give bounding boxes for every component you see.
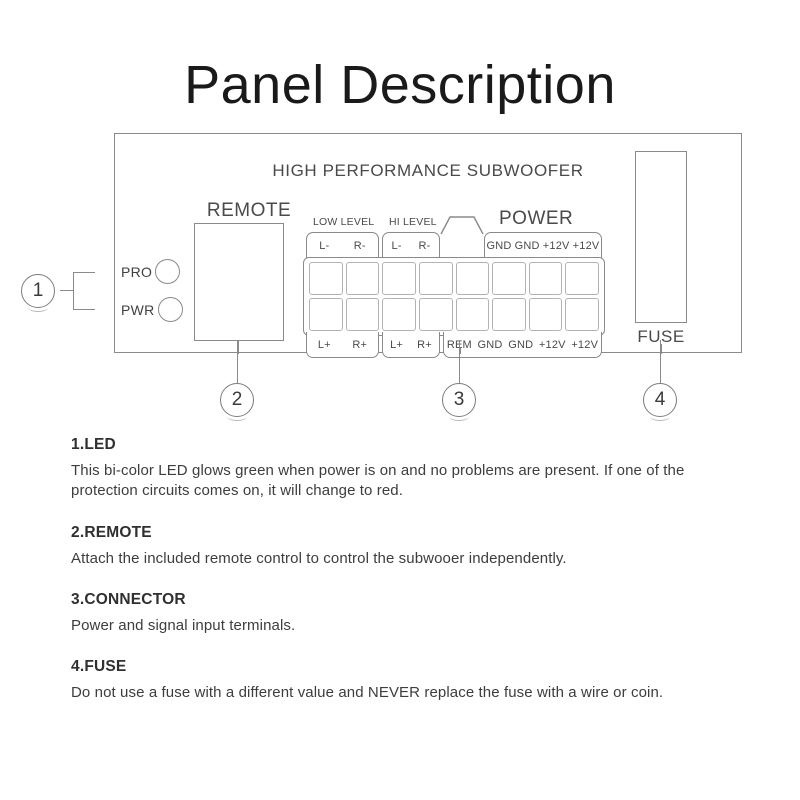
callout-number-2: 2 (220, 383, 254, 417)
callout-4-leader (660, 340, 661, 383)
callout-shadow (650, 412, 670, 421)
pin-cell[interactable] (345, 298, 380, 331)
pin-cell[interactable] (528, 298, 563, 331)
pin-cell[interactable] (455, 262, 490, 295)
pin-label: R+ (352, 338, 368, 351)
pin-cell[interactable] (528, 262, 563, 295)
bottom-bracket-power: REM GND GND +12V +12V (443, 332, 602, 358)
bottom-bracket-hi-level: L+ R+ (382, 332, 440, 358)
pin-label: R+ (417, 338, 432, 351)
pin-label: L- (391, 239, 402, 252)
description-section-remote: 2.REMOTE Attach the included remote cont… (71, 524, 731, 569)
pin-label: +12V (538, 338, 566, 351)
fuse-holder (635, 151, 687, 323)
description-body: Power and signal input terminals. (71, 616, 296, 634)
callout-2-leader (237, 340, 238, 383)
pin-cell[interactable] (492, 262, 526, 295)
pin-label: GND (508, 338, 534, 351)
pin-label: GND (486, 239, 512, 252)
connector-keying-notch (440, 215, 484, 235)
callout-marker-3: 3 (442, 383, 476, 421)
description-title: 4.FUSE (71, 658, 127, 675)
led-callout-bracket (73, 272, 95, 310)
connector-pin-grid (303, 257, 605, 336)
led-indicator-pwr: PWR (121, 297, 183, 322)
pin-label: L- (319, 239, 330, 252)
callout-shadow (227, 412, 247, 421)
pin-label: +12V (542, 239, 570, 252)
top-bracket-low-level: L- R- (306, 232, 379, 258)
led-label-pro: PRO (121, 263, 153, 280)
remote-leader-line (238, 341, 239, 354)
callout-number-4: 4 (643, 383, 677, 417)
connector-block: LOW LEVEL HI LEVEL POWER L- R- L- R- GND… (303, 208, 605, 358)
description-section-connector: 3.CONNECTOR Power and signal input termi… (71, 591, 731, 636)
pin-cell[interactable] (382, 262, 416, 295)
pin-label: GND (477, 338, 503, 351)
pin-label: +12V (572, 239, 600, 252)
remote-port (194, 223, 284, 341)
pin-cell[interactable] (309, 262, 343, 295)
subwoofer-panel-diagram: HIGH PERFORMANCE SUBWOOFER 1 PRO PWR REM… (21, 133, 742, 358)
led-indicator-pro: PRO (121, 259, 181, 284)
pin-cell[interactable] (309, 298, 343, 331)
callout-number-1: 1 (21, 274, 55, 308)
led-label-pwr: PWR (121, 301, 155, 318)
pin-cell[interactable] (418, 262, 453, 295)
led-circle-pwr (157, 297, 183, 322)
callout-marker-4: 4 (643, 383, 677, 421)
callout-3-leader (459, 340, 460, 383)
led-callout-stem (60, 290, 74, 291)
description-section-fuse: 4.FUSE Do not use a fuse with a differen… (71, 658, 731, 703)
top-bracket-hi-level: L- R- (382, 232, 440, 258)
description-body: This bi-color LED glows green when power… (71, 462, 685, 500)
pin-cell[interactable] (418, 298, 453, 331)
description-title: 2.REMOTE (71, 523, 152, 541)
pin-label: R- (353, 239, 366, 252)
group-title-low-level: LOW LEVEL (313, 216, 375, 228)
remote-label: REMOTE (206, 200, 292, 221)
description-title: 3.CONNECTOR (71, 590, 186, 608)
description-section-led: 1.LED This bi-color LED glows green when… (71, 436, 731, 502)
group-title-hi-level: HI LEVEL (389, 216, 437, 228)
pin-label: R- (418, 239, 431, 252)
connector-leader-line (460, 348, 461, 354)
pin-cell[interactable] (565, 262, 599, 295)
top-bracket-power: GND GND +12V +12V (484, 232, 602, 258)
pin-cell[interactable] (455, 298, 490, 331)
pin-cell[interactable] (565, 298, 599, 331)
callout-shadow (28, 303, 48, 312)
callout-marker-2: 2 (220, 383, 254, 421)
led-circle-pro (155, 259, 181, 284)
callout-number-3: 3 (442, 383, 476, 417)
pin-cell[interactable] (382, 298, 416, 331)
pin-label: +12V (571, 338, 599, 351)
page-title: Panel Description (184, 55, 616, 115)
description-title: 1.LED (71, 436, 116, 453)
description-body: Attach the included remote control to co… (71, 549, 567, 567)
description-body: Do not use a fuse with a different value… (71, 684, 664, 701)
pin-label: GND (514, 239, 540, 252)
bottom-bracket-low-level: L+ R+ (306, 332, 379, 358)
pin-label: L+ (390, 338, 404, 351)
pin-cell[interactable] (492, 298, 526, 331)
description-list: 1.LED This bi-color LED glows green when… (71, 436, 731, 725)
callout-shadow (449, 412, 469, 421)
fuse-leader-line (661, 344, 662, 354)
panel-heading: HIGH PERFORMANCE SUBWOOFER (272, 161, 584, 180)
pin-label: L+ (317, 338, 331, 351)
pin-cell[interactable] (345, 262, 380, 295)
fuse-label: FUSE (637, 327, 685, 346)
callout-marker-1: 1 (21, 274, 55, 312)
group-title-power: POWER (499, 208, 574, 229)
